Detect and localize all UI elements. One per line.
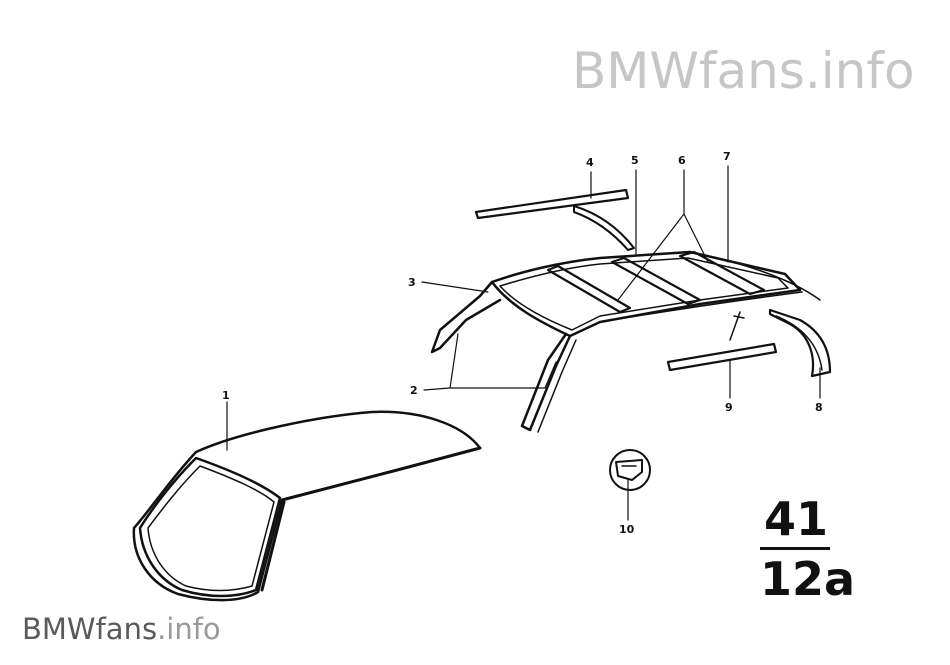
- leader-lines: [226, 165, 821, 521]
- watermark-top: BMWfans.info: [572, 42, 915, 100]
- windshield-header-strip: [474, 188, 635, 251]
- hardtop-shell: [132, 410, 482, 602]
- callout-7: 7: [723, 150, 731, 163]
- callout-labels: 1 2 3 4 5 6 7 8 9 10: [222, 150, 823, 536]
- watermark-bottom-brand: BMWfans: [22, 612, 158, 646]
- watermark-top-brand: BMWfans: [572, 42, 805, 100]
- group-number-divider: [760, 547, 830, 550]
- callout-5: 5: [631, 154, 639, 167]
- callout-1: 1: [222, 389, 230, 402]
- callout-4: 4: [586, 156, 594, 169]
- watermark-top-suffix: .info: [804, 42, 915, 100]
- group-number-sub: 12a: [760, 552, 856, 606]
- callout-3: 3: [408, 276, 416, 289]
- callout-8: 8: [815, 401, 823, 414]
- side-trim-strip: [666, 311, 778, 372]
- callout-6: 6: [678, 154, 686, 167]
- callout-10: 10: [619, 523, 635, 536]
- rear-corner-seal: [768, 308, 832, 378]
- watermark-bottom-suffix: .info: [157, 612, 221, 646]
- callout-2: 2: [410, 384, 418, 397]
- roof-frame: [430, 250, 821, 433]
- clip-part: [609, 449, 651, 491]
- watermark-bottom: BMWfans.info: [22, 612, 221, 646]
- group-number-main: 41: [763, 492, 828, 546]
- callout-9: 9: [725, 401, 733, 414]
